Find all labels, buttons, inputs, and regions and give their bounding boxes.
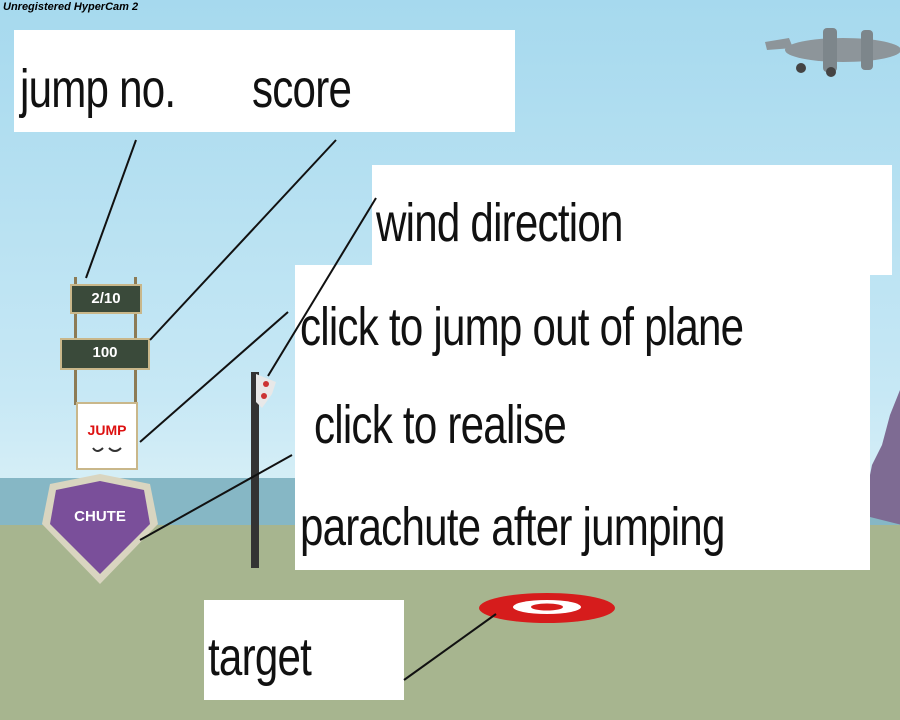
jump-button[interactable]: JUMP [76,402,138,470]
chute-button-shape[interactable] [42,474,158,586]
wind-flag-icon [256,374,276,408]
watermark-text: Unregistered HyperCam 2 [3,1,139,13]
airplane [765,28,900,77]
target-label-box [204,600,404,700]
score-value: 100 [92,344,118,361]
jump-counter-board: 2/10 [70,284,142,314]
jump-button-label: JUMP [87,422,127,438]
landing-target [479,593,615,623]
jump-instruction-annotation: click to jump out of plane [300,297,744,357]
jump-counter-value: 2/10 [91,290,121,307]
parachute-instruction-annotation: parachute after jumping [300,497,725,557]
wind-label-box [372,165,892,275]
score-board: 100 [60,338,150,370]
wind-pole [251,372,259,568]
target-annotation: target [208,627,312,687]
instructions-label-box [295,265,870,570]
cliff [862,390,900,525]
jumper-face-icon [92,447,122,452]
realise-instruction-annotation: click to realise [314,395,567,455]
score-annotation: score [252,59,352,119]
jump-score-label-box [14,30,515,132]
jump-no-annotation: jump no. [20,59,176,119]
chute-button-label: CHUTE [74,508,126,525]
wind-direction-annotation: wind direction [376,193,623,253]
